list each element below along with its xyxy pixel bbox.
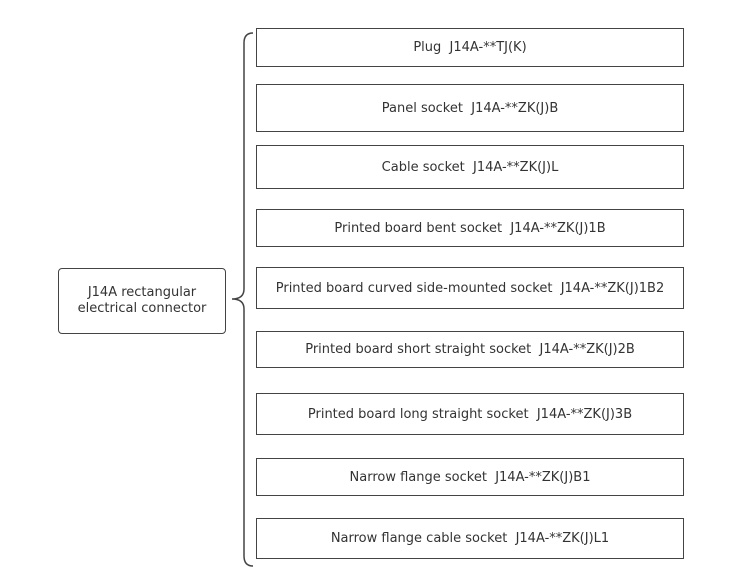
node-cable-socket: Cable socket J14A-**ZK(J)L: [256, 145, 684, 189]
node-narrow-flange-cable-socket: Narrow flange cable socket J14A-**ZK(J)L…: [256, 518, 684, 559]
node-label: Narrow flange cable socket J14A-**ZK(J)L…: [330, 531, 610, 546]
node-panel-socket: Panel socket J14A-**ZK(J)B: [256, 84, 684, 132]
node-label: Cable socket J14A-**ZK(J)L: [381, 159, 559, 175]
node-printed-board-long-straight-socket: Printed board long straight socket J14A-…: [256, 393, 684, 435]
node-label: Plug J14A-**TJ(K): [413, 40, 527, 55]
node-printed-board-curved-side-mounted-socket: Printed board curved side-mounted socket…: [256, 267, 684, 309]
node-label: Narrow flange socket J14A-**ZK(J)B1: [349, 469, 591, 485]
node-label: Printed board bent socket J14A-**ZK(J)1B: [334, 220, 606, 236]
root-node: J14A rectangular electrical connector: [58, 268, 226, 334]
node-label: Printed board long straight socket J14A-…: [307, 406, 633, 422]
root-node-label: J14A rectangular electrical connector: [77, 285, 207, 316]
node-printed-board-bent-socket: Printed board bent socket J14A-**ZK(J)1B: [256, 209, 684, 247]
node-label: Printed board curved side-mounted socket…: [275, 280, 665, 296]
node-plug: Plug J14A-**TJ(K): [256, 28, 684, 67]
node-printed-board-short-straight-socket: Printed board short straight socket J14A…: [256, 331, 684, 368]
node-narrow-flange-socket: Narrow flange socket J14A-**ZK(J)B1: [256, 458, 684, 496]
node-label: Panel socket J14A-**ZK(J)B: [381, 100, 559, 116]
node-label: Printed board short straight socket J14A…: [305, 342, 635, 357]
